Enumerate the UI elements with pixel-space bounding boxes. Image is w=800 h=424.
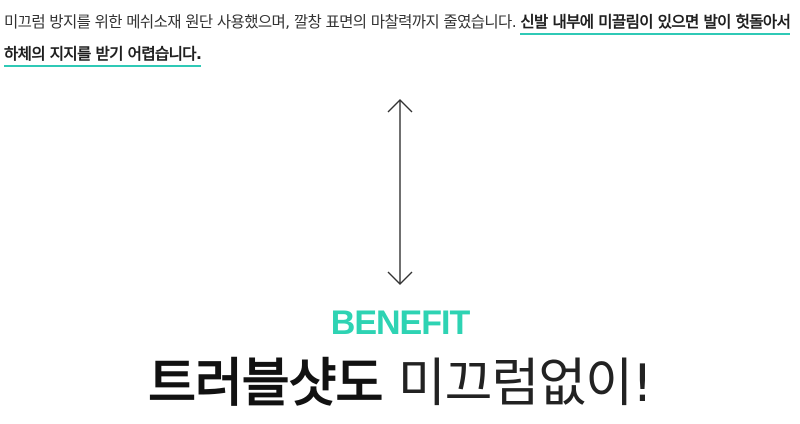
intro-highlight: 신발 내부에 미끌림이 있으면 발이 헛돌아서 하체의 지지를 받기 어렵습니다… [4,13,791,67]
intro-paragraph: 미끄럼 방지를 위한 메쉬소재 원단 사용했으며, 깔창 표면의 마찰력까지 줄… [4,6,794,70]
intro-text: 미끄럼 방지를 위한 메쉬소재 원단 사용했으며, 깔창 표면의 마찰력까지 줄… [4,13,521,31]
benefit-label: BENEFIT [330,304,470,342]
headline: 트러블샷도 미끄럼없이! [0,354,800,414]
headline-bold: 트러블샷도 [148,354,383,414]
double-arrow-vertical-icon [384,96,416,288]
headline-thin: 미끄럼없이! [397,354,653,414]
